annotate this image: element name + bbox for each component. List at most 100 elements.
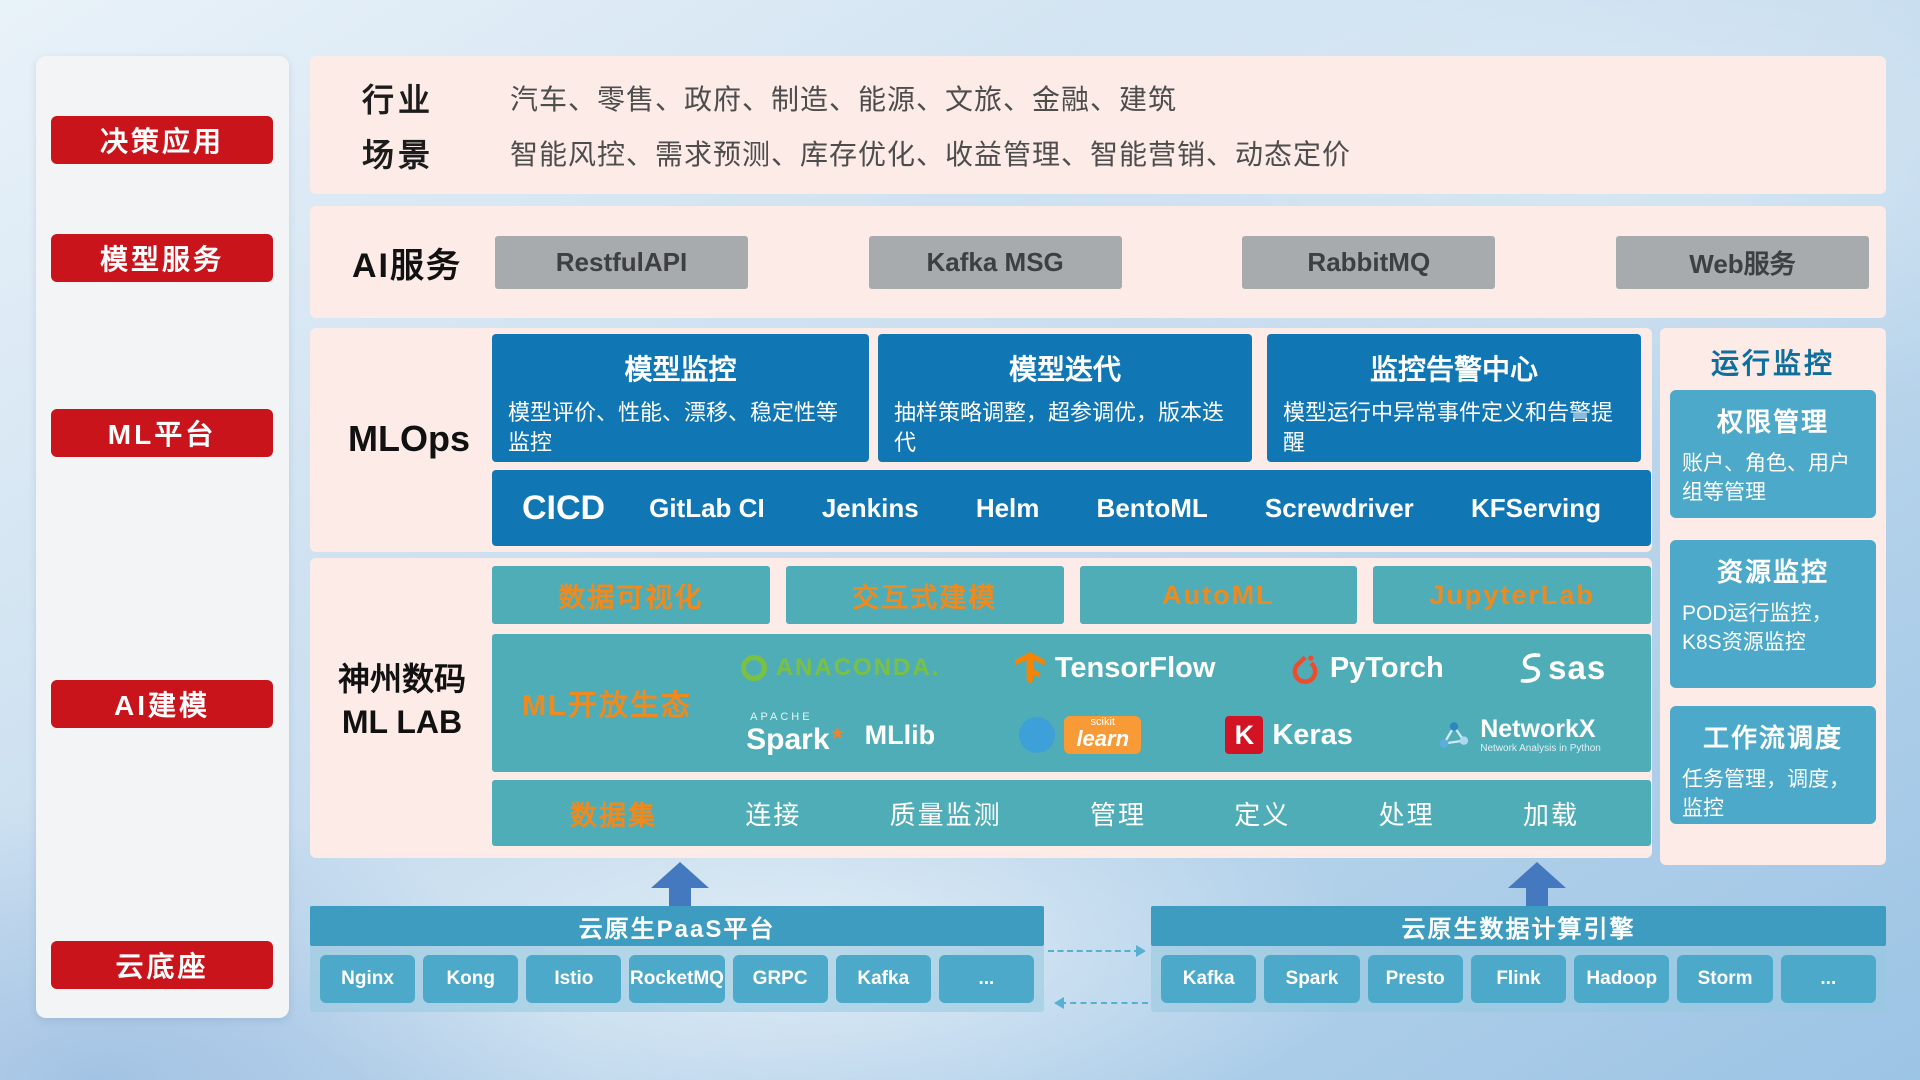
mon-card-title: 权限管理 bbox=[1716, 407, 1829, 437]
networkx-icon bbox=[1440, 722, 1469, 748]
ml-lab-tools: 数据可视化 交互式建模 AutoML JupyterLab bbox=[492, 566, 1651, 624]
scenario-value: 智能风控、需求预测、库存优化、收益管理、智能营销、动态定价 bbox=[510, 138, 1352, 170]
model-iteration-card: 模型迭代 抽样策略调整，超参调优，版本迭代 bbox=[878, 334, 1252, 462]
resource-monitoring-card: 资源监控 POD运行监控，K8S资源监控 bbox=[1670, 540, 1876, 688]
cicd-label: CICD bbox=[522, 488, 606, 527]
sidebar-item-cloud-base: 云底座 bbox=[51, 941, 273, 989]
engine-item-hadoop: Hadoop bbox=[1574, 955, 1670, 1003]
mllib-label: MLlib bbox=[864, 719, 936, 750]
card-desc: 抽样策略调整，超参调优，版本迭代 bbox=[894, 400, 1225, 455]
sidebar-item-ai-modeling: AI建模 bbox=[51, 680, 273, 728]
card-title: 模型监控 bbox=[624, 354, 737, 385]
ai-service-label: AI服务 bbox=[352, 246, 462, 285]
permission-management-card: 权限管理 账户、角色、用户组等管理 bbox=[1670, 390, 1876, 518]
card-title: 模型迭代 bbox=[1008, 354, 1121, 385]
cicd-tool-bentoml: BentoML bbox=[1096, 492, 1208, 523]
runtime-monitoring-panel: 运行监控 权限管理 账户、角色、用户组等管理 资源监控 POD运行监控，K8S资… bbox=[1660, 328, 1886, 865]
dataset-label: 数据集 bbox=[570, 800, 657, 831]
ml-lab-panel: 神州数码 ML LAB 数据可视化 交互式建模 AutoML JupyterLa… bbox=[310, 558, 1652, 858]
keras-icon: K bbox=[1225, 716, 1264, 754]
dataset-bar: 数据集 连接 质量监测 管理 定义 处理 加载 bbox=[492, 780, 1651, 846]
pytorch-label: PyTorch bbox=[1329, 651, 1444, 684]
ml-open-ecosystem-box: ML开放生态 ANACONDA. TensorFlow bbox=[492, 634, 1651, 772]
up-arrow-paas bbox=[651, 862, 709, 906]
paas-platform-items: Nginx Kong Istio RocketMQ GRPC Kafka ... bbox=[310, 946, 1044, 1012]
cicd-bar: CICD GitLab CI Jenkins Helm BentoML Scre… bbox=[492, 470, 1651, 546]
mon-card-desc: 账户、角色、用户组等管理 bbox=[1682, 452, 1850, 505]
dataset-item-process: 处理 bbox=[1378, 799, 1435, 830]
spark-label: Spark bbox=[746, 723, 830, 756]
paas-platform-group: 云原生PaaS平台 Nginx Kong Istio RocketMQ GRPC… bbox=[310, 906, 1044, 1012]
sidebar-item-decision-application: 决策应用 bbox=[51, 116, 273, 164]
tensorflow-logo: TensorFlow bbox=[1014, 651, 1216, 685]
paas-item-kafka: Kafka bbox=[835, 955, 931, 1003]
networkx-sublabel: Network Analysis in Python bbox=[1480, 743, 1601, 755]
mlops-panel: MLOps 模型监控 模型评价、性能、漂移、稳定性等监控 模型迭代 抽样策略调整… bbox=[310, 328, 1652, 552]
up-arrow-head-icon bbox=[1508, 862, 1566, 888]
paas-platform-title: 云原生PaaS平台 bbox=[310, 906, 1044, 946]
tensorflow-label: TensorFlow bbox=[1054, 651, 1216, 684]
pytorch-logo: PyTorch bbox=[1289, 652, 1444, 685]
model-monitoring-card: 模型监控 模型评价、性能、漂移、稳定性等监控 bbox=[492, 334, 869, 462]
mon-card-desc: POD运行监控，K8S资源监控 bbox=[1682, 602, 1833, 655]
data-engine-group: 云原生数据计算引擎 Kafka Spark Presto Flink Hadoo… bbox=[1151, 906, 1886, 1012]
tool-interactive-modeling: 交互式建模 bbox=[785, 566, 1064, 624]
service-chip-web-service: Web服务 bbox=[1615, 236, 1869, 289]
scenario-line: 场景 智能风控、需求预测、库存优化、收益管理、智能营销、动态定价 bbox=[310, 130, 1886, 176]
engine-item-flink: Flink bbox=[1470, 955, 1567, 1003]
workflow-scheduling-card: 工作流调度 任务管理，调度，监控 bbox=[1670, 706, 1876, 824]
networkx-logo: NetworkX Network Analysis in Python bbox=[1437, 714, 1601, 755]
ai-service-buttons: RestfulAPI Kafka MSG RabbitMQ Web服务 bbox=[495, 236, 1869, 289]
sas-label: sas bbox=[1548, 649, 1607, 686]
scikit-tag: scikit bbox=[1090, 716, 1115, 728]
data-engine-title: 云原生数据计算引擎 bbox=[1151, 906, 1886, 946]
service-chip-restfulapi: RestfulAPI bbox=[495, 236, 748, 289]
scikit-learn-badge: scikit learn bbox=[1064, 716, 1142, 754]
ml-lab-label-line1: 神州数码 bbox=[337, 661, 466, 697]
mon-card-title: 资源监控 bbox=[1716, 557, 1829, 587]
ml-open-ecosystem-label: ML开放生态 bbox=[522, 690, 692, 722]
alert-center-card: 监控告警中心 模型运行中异常事件定义和告警提醒 bbox=[1267, 334, 1641, 462]
cicd-tools: GitLab CI Jenkins Helm BentoML Screwdriv… bbox=[649, 493, 1651, 524]
ai-service-panel: AI服务 RestfulAPI Kafka MSG RabbitMQ Web服务 bbox=[310, 206, 1886, 318]
runtime-monitoring-title: 运行监控 bbox=[1710, 348, 1835, 379]
mlops-label: MLOps bbox=[348, 418, 470, 459]
industry-scenario-panel: 行业 汽车、零售、政府、制造、能源、文旅、金融、建筑 场景 智能风控、需求预测、… bbox=[310, 56, 1886, 194]
tensorflow-icon bbox=[1015, 652, 1045, 684]
engine-item-kafka: Kafka bbox=[1161, 955, 1257, 1003]
tool-automl: AutoML bbox=[1079, 566, 1358, 624]
dataset-item-quality: 质量监测 bbox=[889, 799, 1002, 830]
networkx-label: NetworkX bbox=[1480, 714, 1596, 743]
anaconda-icon bbox=[740, 655, 767, 681]
data-engine-items: Kafka Spark Presto Flink Hadoop Storm ..… bbox=[1151, 946, 1886, 1012]
spark-star-icon: ★ bbox=[829, 723, 846, 743]
industry-value: 汽车、零售、政府、制造、能源、文旅、金融、建筑 bbox=[510, 83, 1178, 115]
service-chip-rabbitmq: RabbitMQ bbox=[1242, 236, 1496, 289]
up-arrow-stem bbox=[669, 888, 691, 906]
dashed-arrow-right-icon bbox=[1048, 945, 1146, 957]
learn-label: learn bbox=[1076, 726, 1130, 751]
dashed-arrow-left-icon bbox=[1054, 997, 1148, 1009]
apache-spark-logo: APACHE Spark★ bbox=[746, 711, 846, 757]
anaconda-label: ANACONDA. bbox=[775, 654, 941, 681]
engine-item-presto: Presto bbox=[1367, 955, 1463, 1003]
paas-item-more: ... bbox=[938, 955, 1034, 1003]
dataset-item-manage: 管理 bbox=[1089, 799, 1146, 830]
paas-item-nginx: Nginx bbox=[320, 955, 416, 1003]
mon-card-title: 工作流调度 bbox=[1702, 723, 1843, 753]
ecosystem-logos: ANACONDA. TensorFlow bbox=[704, 636, 1643, 770]
paas-item-istio: Istio bbox=[526, 955, 622, 1003]
card-desc: 模型评价、性能、漂移、稳定性等监控 bbox=[508, 400, 839, 455]
anaconda-logo: ANACONDA. bbox=[740, 654, 941, 682]
engine-item-storm: Storm bbox=[1677, 955, 1773, 1003]
scikit-learn-dot-icon bbox=[1019, 717, 1056, 753]
paas-item-kong: Kong bbox=[423, 955, 519, 1003]
up-arrow-stem bbox=[1526, 888, 1548, 906]
apache-tag: APACHE bbox=[750, 711, 813, 723]
networkx-text-block: NetworkX Network Analysis in Python bbox=[1480, 714, 1601, 755]
industry-line: 行业 汽车、零售、政府、制造、能源、文旅、金融、建筑 bbox=[310, 75, 1886, 121]
ml-lab-label-line2: ML LAB bbox=[341, 704, 463, 741]
ecosystem-logos-row-1: ANACONDA. TensorFlow bbox=[704, 649, 1643, 687]
cicd-tool-kfserving: KFServing bbox=[1470, 492, 1601, 523]
